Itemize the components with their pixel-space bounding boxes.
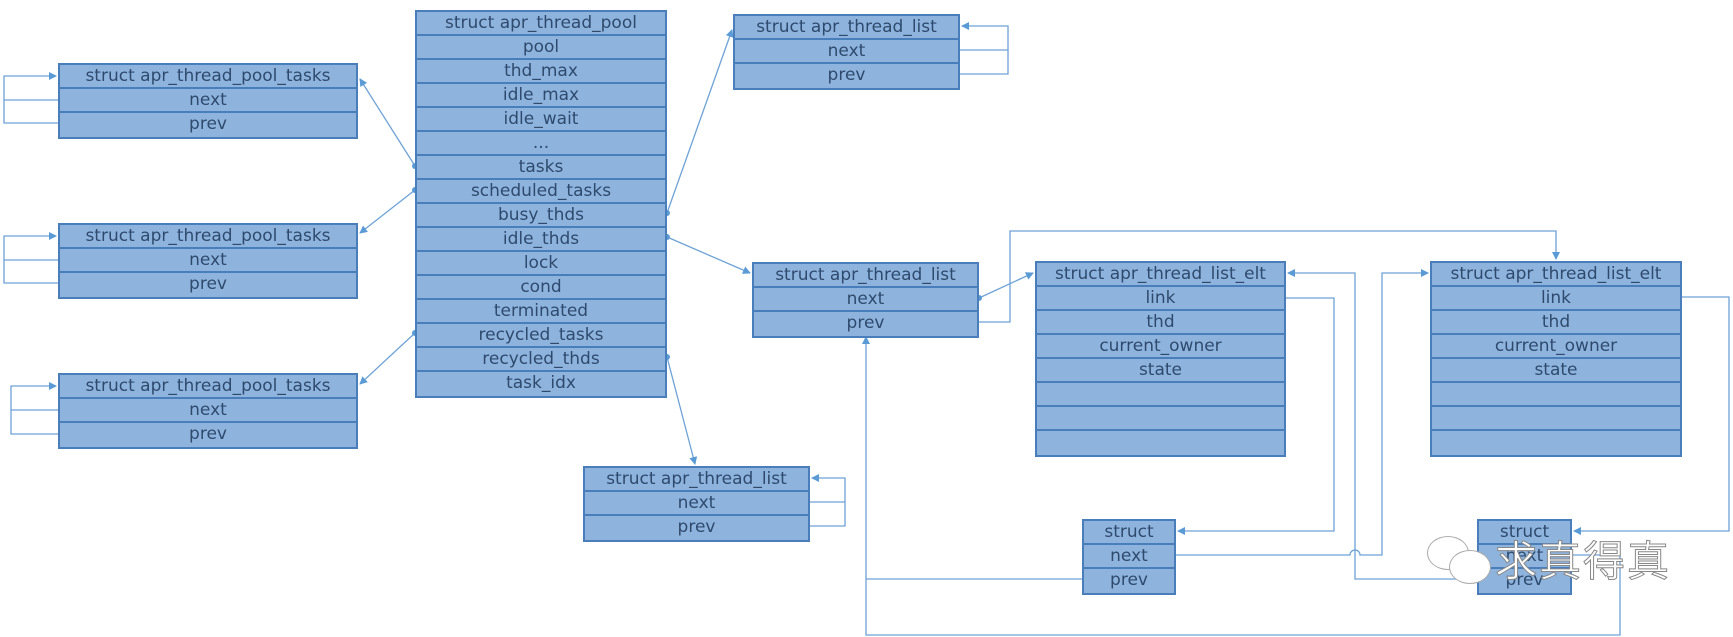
- pool-tasks-struct-1: struct apr_thread_pool_tasks next prev: [58, 63, 358, 139]
- arrow-list-prev: [979, 230, 1560, 323]
- field-empty: [1432, 431, 1680, 455]
- field-next: next: [1084, 545, 1174, 569]
- field-idle-wait: idle_wait: [417, 108, 665, 132]
- pool-tasks-struct-3: struct apr_thread_pool_tasks next prev: [58, 373, 358, 449]
- field-busy-thds: busy_thds: [417, 204, 665, 228]
- arrow-tasks: [359, 78, 416, 167]
- field-thd: thd: [1432, 311, 1680, 335]
- field-next: next: [60, 249, 356, 273]
- field-next: next: [585, 492, 808, 516]
- link-struct-right: struct next prev: [1477, 519, 1572, 595]
- field-recycled-tasks: recycled_tasks: [417, 324, 665, 348]
- watermark: 求真得真: [1425, 528, 1671, 589]
- field-prev: prev: [1505, 570, 1544, 590]
- field-empty: [1432, 407, 1680, 431]
- loop-tasks-1b: [3, 72, 57, 100]
- field-thd-max: thd_max: [417, 60, 665, 84]
- loop-tasks-3: [10, 409, 58, 435]
- field-current-owner: current_owner: [1037, 335, 1284, 359]
- link-struct-left: struct next prev: [1082, 519, 1176, 595]
- thread-list-busy: struct apr_thread_list next prev: [733, 14, 960, 90]
- struct-header: struct apr_thread_pool: [417, 12, 665, 36]
- arrow-recycled-thds: [666, 356, 698, 465]
- field-scheduled-tasks: scheduled_tasks: [417, 180, 665, 204]
- field-next: next: [60, 89, 356, 113]
- thread-list-recycled: struct apr_thread_list next prev: [583, 466, 810, 542]
- field-task-idx: task_idx: [506, 373, 576, 393]
- struct-header: struct apr_thread_list_elt: [1432, 263, 1680, 287]
- field-tasks: tasks: [417, 156, 665, 180]
- field-link: link: [1037, 287, 1284, 311]
- field-prev: prev: [189, 274, 227, 294]
- field-state: state: [1037, 359, 1284, 383]
- field-terminated: terminated: [417, 300, 665, 324]
- arrow-recycled-tasks: [359, 332, 416, 385]
- watermark-text: 求真得真: [1494, 537, 1672, 587]
- field-idle-max: idle_max: [417, 84, 665, 108]
- field-next: next: [735, 40, 958, 64]
- field-current-owner: current_owner: [1432, 335, 1680, 359]
- struct-header: struct apr_thread_list: [754, 264, 977, 288]
- field-next: next: [60, 399, 356, 423]
- field-cond: cond: [417, 276, 665, 300]
- field-prev: prev: [189, 114, 227, 134]
- thread-list-idle: struct apr_thread_list next prev: [752, 262, 979, 338]
- pool-tasks-struct-2: struct apr_thread_pool_tasks next prev: [58, 223, 358, 299]
- field-next: next: [754, 288, 977, 312]
- field-prev: prev: [827, 65, 866, 85]
- field-empty: [1432, 383, 1680, 407]
- struct-header: struct apr_thread_list: [735, 16, 958, 40]
- field-prev: prev: [189, 424, 227, 444]
- field-idle-thds: idle_thds: [417, 228, 665, 252]
- struct-header: struct apr_thread_pool_tasks: [60, 65, 356, 89]
- struct-header: struct apr_thread_pool_tasks: [60, 375, 356, 399]
- field-prev: prev: [677, 517, 716, 537]
- loop-tasks-3b: [10, 382, 57, 410]
- field-lock: lock: [417, 252, 665, 276]
- arrow-busy: [666, 29, 734, 214]
- struct-header: struct: [1479, 521, 1570, 545]
- loop-tasks-2b: [3, 232, 57, 260]
- struct-header: struct apr_thread_list_elt: [1037, 263, 1284, 287]
- field-recycled-thds: recycled_thds: [417, 348, 665, 372]
- field-empty: [1037, 407, 1284, 431]
- struct-header: struct: [1084, 521, 1174, 545]
- field-state: state: [1432, 359, 1680, 383]
- arrow-idle: [666, 236, 751, 274]
- field-prev: prev: [846, 313, 885, 333]
- struct-header: struct apr_thread_list: [585, 468, 808, 492]
- arrow-list-next: [978, 272, 1034, 299]
- struct-header: struct apr_thread_pool_tasks: [60, 225, 356, 249]
- field-empty: [1037, 431, 1284, 455]
- field-thd: thd: [1037, 311, 1284, 335]
- loop-tasks-1: [3, 99, 58, 124]
- arrow-scheduled: [359, 189, 416, 234]
- field-empty: [1037, 383, 1284, 407]
- field-link: link: [1432, 287, 1680, 311]
- field-pool: pool: [417, 36, 665, 60]
- loop-tasks-2: [3, 259, 58, 284]
- field-prev: prev: [1110, 570, 1148, 590]
- field-ellipsis: ...: [417, 132, 665, 156]
- wechat-icon: [1425, 534, 1495, 584]
- field-next: next: [1479, 545, 1570, 569]
